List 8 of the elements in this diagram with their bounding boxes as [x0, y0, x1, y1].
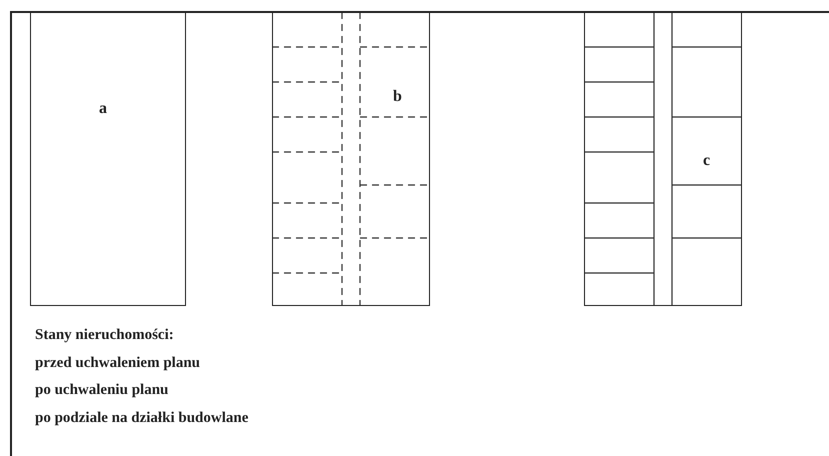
legend-heading: Stany nieruchomości:: [35, 326, 174, 344]
legend-text: przed uchwaleniem planu: [35, 354, 200, 372]
plot-letter: a: [99, 101, 107, 117]
plot-rectangle: [30, 12, 186, 306]
legend-text: po uchwaleniu planu: [35, 381, 168, 399]
plot-letter: c: [703, 153, 710, 169]
plot-letter: b: [393, 89, 402, 105]
legend-text: po podziale na działki budowlane: [35, 408, 248, 426]
